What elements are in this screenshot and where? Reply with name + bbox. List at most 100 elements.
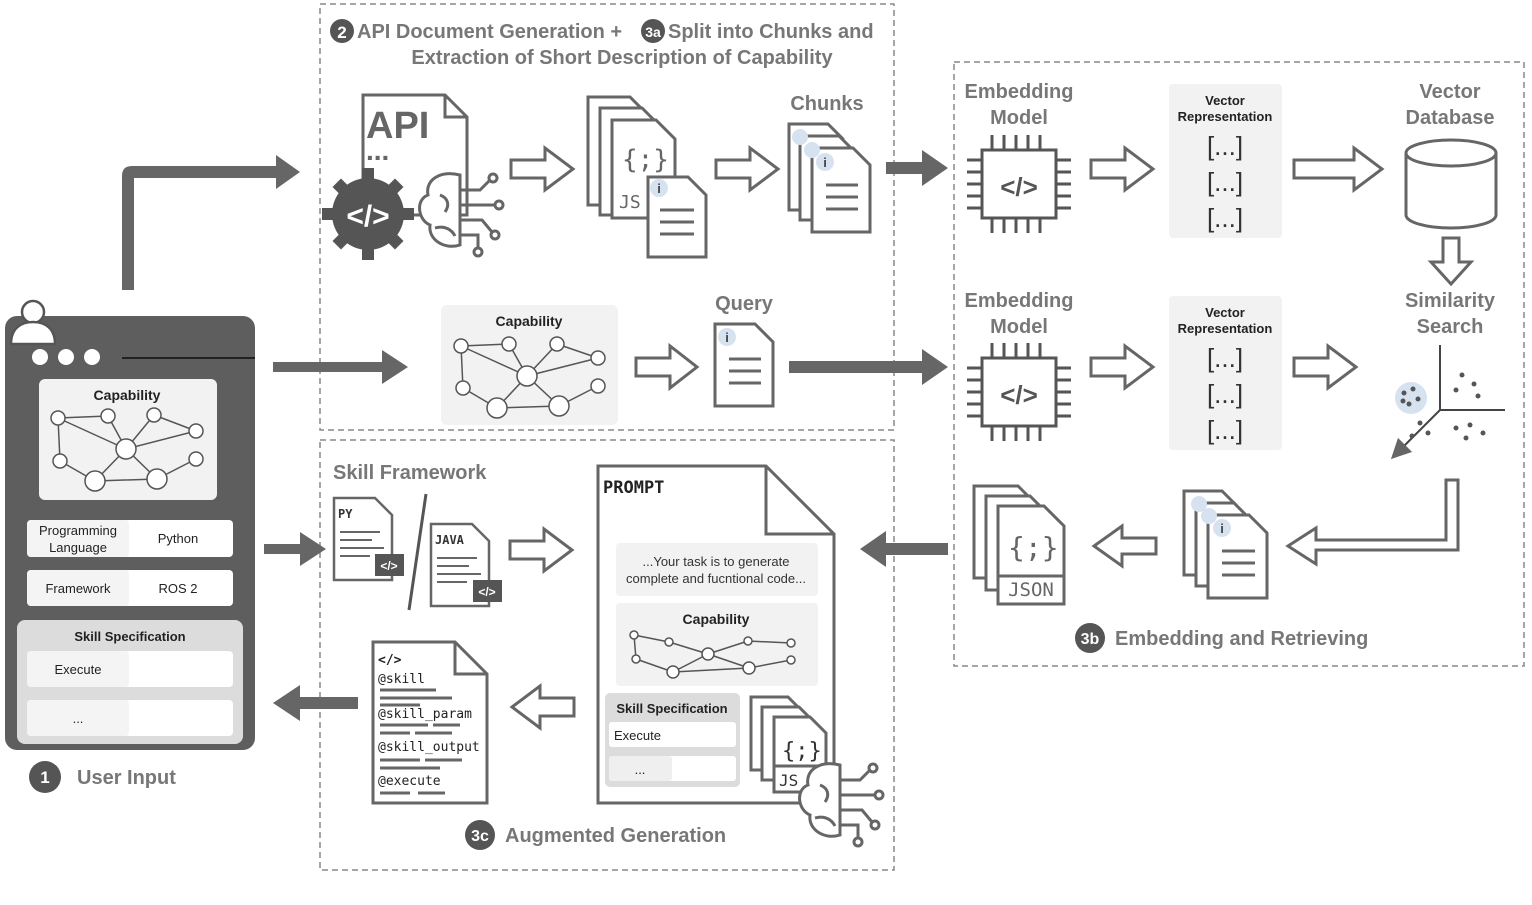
vector-rep-top-line1: Vector — [1205, 93, 1245, 108]
svg-text:</>: </> — [1000, 380, 1038, 410]
java-file-icon: JAVA </> — [429, 522, 502, 608]
step1-badge: 1 — [40, 768, 49, 787]
framework-key: Framework — [45, 581, 111, 596]
retrieved-chunks-icon: i — [1182, 489, 1269, 600]
prompt-capability-graph — [629, 630, 796, 679]
user-capability-label: Capability — [94, 387, 161, 403]
arrow-similarity-to-chunks — [1285, 478, 1460, 567]
svg-text:</>: </> — [346, 200, 389, 233]
java-code-glyph: </> — [478, 585, 495, 599]
arrow-framework-to-prompt — [508, 526, 575, 574]
chip-icon-middle: </> — [967, 343, 1071, 441]
arrow-json-to-chunks — [714, 145, 781, 193]
task-text-box — [616, 543, 818, 596]
step3c-heading: 3c Augmented Generation — [465, 820, 726, 850]
user-execute-label: Execute — [55, 662, 102, 677]
arrow-api-to-json — [509, 145, 576, 193]
embedding-model-top-line1: Embedding — [965, 81, 1074, 103]
arrow-vector-to-database — [1292, 145, 1385, 193]
task-line2: complete and fucntional code... — [626, 571, 806, 586]
capability-graph-box — [441, 305, 618, 425]
python-file-icon: PY </> — [332, 496, 404, 582]
embedding-retrieving-label: Embedding and Retrieving — [1115, 628, 1368, 650]
augmented-generation-label: Augmented Generation — [505, 825, 726, 847]
arrow-chunks-to-embedding — [886, 150, 948, 186]
skill-framework-title: Skill Framework — [333, 462, 487, 484]
step2-badge: 2 — [337, 23, 346, 42]
code-line-skill-param: @skill_param — [378, 707, 472, 722]
embedding-model-mid-line2: Model — [990, 316, 1048, 338]
arrow-capability-to-query — [634, 342, 700, 392]
brain-icon — [418, 172, 505, 258]
svg-text:i: i — [823, 155, 827, 170]
user-skill-spec-label: Skill Specification — [74, 629, 185, 644]
chunks-label: Chunks — [790, 93, 863, 115]
user-ellipsis-label: ... — [73, 711, 84, 726]
arrow-user-to-capability — [273, 350, 408, 384]
query-document-icon: i — [713, 322, 775, 408]
similarity-line2: Search — [1417, 316, 1484, 338]
api-title-part-a: API Document Generation + — [357, 21, 622, 43]
vector-item-top-3: [...] — [1207, 203, 1243, 233]
code-line-execute: @execute — [378, 774, 441, 789]
step2-badge-circle — [330, 19, 354, 43]
user-avatar-icon — [9, 299, 57, 346]
arrow-model-to-vector-top — [1089, 145, 1156, 193]
prompt-json-label: JS — [779, 771, 798, 790]
retrieved-json-label: JSON — [1008, 579, 1054, 601]
code-line-skill: @skill — [378, 672, 425, 687]
step1-heading: 1 User Input — [29, 761, 176, 793]
query-label: Query — [715, 293, 774, 315]
vector-item-mid-3: [...] — [1207, 415, 1243, 445]
code-tag: </> — [378, 653, 402, 668]
step3b-badge-circle — [1075, 623, 1105, 653]
vector-rep-mid-line1: Vector — [1205, 305, 1245, 320]
prompt-json-stack-icon: {;} JS — [749, 695, 828, 794]
prompt-execute-label: Execute — [614, 728, 661, 743]
framework-divider — [407, 493, 428, 611]
database-icon — [1404, 138, 1498, 230]
python-code-glyph: </> — [380, 559, 397, 573]
vector-item-top-1: [...] — [1207, 131, 1243, 161]
programming-language-key-line1: Programming — [39, 523, 117, 538]
vector-db-line1: Vector — [1419, 81, 1480, 103]
arrow-vector-to-similarity — [1292, 343, 1359, 391]
chip-icon-top: </> — [967, 135, 1071, 233]
embedding-model-mid-line1: Embedding — [965, 290, 1074, 312]
python-file-label: PY — [338, 507, 353, 521]
programming-language-value: Python — [158, 531, 198, 546]
prompt-capability-label: Capability — [683, 611, 750, 627]
arrow-database-to-similarity — [1427, 236, 1475, 287]
prompt-brain-icon — [798, 762, 885, 848]
json-short-label: JS — [619, 192, 641, 213]
prompt-capability-box — [616, 603, 818, 686]
vector-item-mid-2: [...] — [1207, 379, 1243, 409]
programming-language-key-line2: Language — [49, 540, 107, 555]
arrow-query-to-embedding — [789, 349, 948, 385]
prompt-ellipsis-label: ... — [635, 762, 646, 777]
svg-text:i: i — [657, 181, 661, 196]
framework-value: ROS 2 — [158, 581, 197, 596]
chunks-stack-icon: i — [787, 122, 872, 234]
json-braces: {;} — [622, 145, 669, 175]
api-title-part-b: Split into Chunks and — [668, 21, 874, 43]
step3b-heading: 3b Embedding and Retrieving — [1075, 623, 1368, 653]
vector-rep-top-line2: Representation — [1178, 109, 1273, 124]
prompt-title: PROMPT — [603, 478, 664, 498]
step3b-badge: 3b — [1081, 631, 1100, 648]
code-line-skill-output: @skill_output — [378, 740, 480, 755]
step1-badge-circle — [29, 761, 61, 793]
arrow-user-to-framework — [264, 532, 326, 566]
embedding-retrieving-frame — [953, 61, 1525, 667]
arrow-prompt-to-code — [509, 683, 576, 731]
svg-text:i: i — [725, 330, 729, 345]
prompt-execute-row — [609, 722, 736, 747]
java-file-label: JAVA — [435, 533, 465, 547]
embedding-model-top-line2: Model — [990, 107, 1048, 129]
api-doc-title: API — [366, 105, 429, 147]
scatter-3d-icon — [1395, 345, 1505, 452]
step3a-badge-circle — [641, 19, 665, 43]
capability-graph-label: Capability — [496, 313, 563, 329]
arrow-chunks-to-json — [1091, 523, 1158, 569]
